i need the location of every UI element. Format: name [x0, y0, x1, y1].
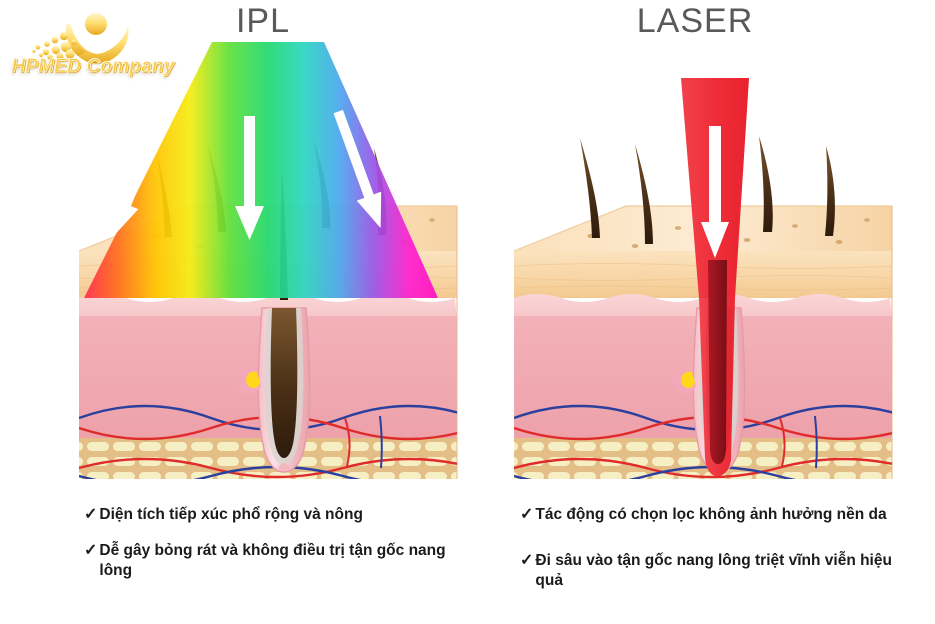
ipl-direction-arrows — [113, 109, 382, 240]
rainbow-spectrum-beam-icon — [84, 42, 438, 298]
panel-title-ipl: IPL — [235, 2, 291, 40]
list-item-label: Tác động có chọn lọc không ảnh hưởng nền… — [535, 506, 887, 523]
logo-wordmark: HPMED Company — [11, 56, 175, 78]
laser-bullet-list: ✓ Tác động có chọn lọc không ảnh hưởng n… — [520, 505, 920, 607]
ipl-skin-diagram — [60, 20, 490, 495]
list-item-label: Diện tích tiếp xúc phổ rộng và nông — [99, 506, 363, 523]
hpmed-person-logo-icon — [32, 13, 129, 64]
hpmed-logo: HPMED Company — [8, 6, 178, 84]
list-item: ✓ Đi sâu vào tận gốc nang lông triệt vĩn… — [520, 551, 920, 591]
laser-direction-arrow — [701, 126, 729, 258]
ipl-bullet-list: ✓ Diện tích tiếp xúc phổ rộng và nông ✓ … — [84, 505, 454, 597]
panel-title-laser: LASER — [636, 2, 754, 40]
check-icon: ✓ — [520, 506, 534, 523]
check-icon: ✓ — [520, 552, 534, 570]
list-item-label: Đi sâu vào tận gốc nang lông triệt vĩnh … — [535, 552, 892, 590]
list-item: ✓ Diện tích tiếp xúc phổ rộng và nông — [84, 505, 454, 525]
list-item: ✓ Tác động có chọn lọc không ảnh hưởng n… — [520, 505, 920, 525]
list-item-label: Dễ gây bỏng rát và không điều trị tận gố… — [99, 542, 446, 580]
laser-skin-diagram — [495, 20, 925, 495]
check-icon: ✓ — [84, 542, 98, 560]
list-item: ✓ Dễ gây bỏng rát và không điều trị tận … — [84, 541, 454, 581]
check-icon: ✓ — [84, 506, 98, 523]
